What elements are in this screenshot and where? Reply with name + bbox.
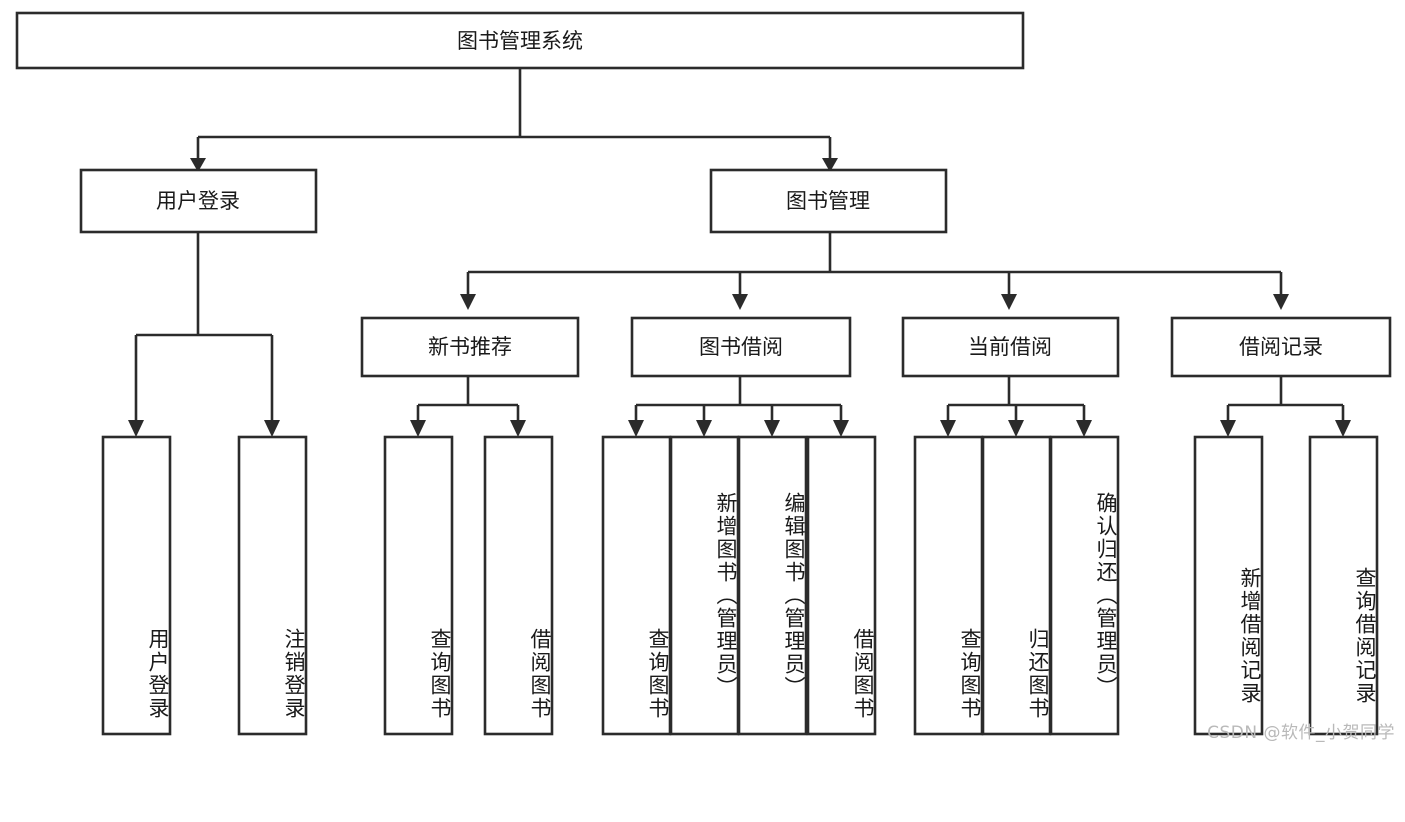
connectors-root-to-level2 bbox=[190, 68, 838, 172]
node-level2-0-box[interactable] bbox=[79, 168, 318, 234]
arrow-book-manage bbox=[822, 158, 838, 172]
leaf-borrow-record-0-box[interactable] bbox=[1193, 435, 1264, 736]
leaf-book-borrow-1-box[interactable] bbox=[669, 435, 740, 736]
arrow-borrow-record bbox=[1273, 294, 1289, 310]
node-level3-1-label: 图书借阅 bbox=[699, 335, 783, 359]
connectors-book-manage-to-level3 bbox=[460, 232, 1289, 310]
arrow-bb-leaf1 bbox=[628, 420, 644, 437]
arrow-current-borrow bbox=[1001, 294, 1017, 310]
leaf-user-login-1-box[interactable] bbox=[237, 435, 308, 736]
connectors-current-borrow-to-leaves bbox=[940, 377, 1092, 437]
arrow-leaf-logout bbox=[264, 420, 280, 437]
arrow-leaf-user-login bbox=[128, 420, 144, 437]
arrow-bb-leaf3 bbox=[764, 420, 780, 437]
node-level3-0-box[interactable] bbox=[360, 316, 580, 378]
node-level2-0-label: 用户登录 bbox=[156, 189, 240, 213]
leaf-current-borrow-1-box[interactable] bbox=[981, 435, 1052, 736]
leaf-borrow-record-1-box[interactable] bbox=[1308, 435, 1379, 736]
node-level3-2-box[interactable] bbox=[901, 316, 1120, 378]
csdn-watermark: CSDN @软件_小贺同学 bbox=[1207, 723, 1395, 743]
node-level2-1-label: 图书管理 bbox=[786, 189, 870, 213]
node-level3-3-label: 借阅记录 bbox=[1239, 335, 1323, 359]
arrow-new-book bbox=[460, 294, 476, 310]
node-level2-1-box[interactable] bbox=[709, 168, 948, 234]
arrow-nb-leaf1 bbox=[410, 420, 426, 437]
connectors-new-book-to-leaves bbox=[410, 377, 526, 437]
leaf-current-borrow-0-box[interactable] bbox=[913, 435, 984, 736]
connectors-borrow-record-to-leaves bbox=[1220, 377, 1351, 437]
arrow-cb-leaf3 bbox=[1076, 420, 1092, 437]
leaf-book-borrow-0-box[interactable] bbox=[601, 435, 672, 736]
node-root-box[interactable] bbox=[15, 11, 1025, 70]
connectors-user-login-to-leaves bbox=[128, 232, 280, 437]
connectors-book-borrow-to-leaves bbox=[628, 377, 849, 437]
arrow-nb-leaf2 bbox=[510, 420, 526, 437]
leaf-current-borrow-2-box[interactable] bbox=[1049, 435, 1120, 736]
arrow-book-borrow bbox=[732, 294, 748, 310]
node-level3-2-label: 当前借阅 bbox=[968, 335, 1052, 359]
arrow-cb-leaf1 bbox=[940, 420, 956, 437]
leaf-new-book-1-box[interactable] bbox=[483, 435, 554, 736]
system-structure-diagram: 图书管理系统 用户登录 图书管理 新书推荐 图书借阅 当前借阅 借阅记录 bbox=[15, 11, 1395, 743]
arrow-bb-leaf2 bbox=[696, 420, 712, 437]
arrow-user-login bbox=[190, 158, 206, 172]
arrow-bb-leaf4 bbox=[833, 420, 849, 437]
leaf-user-login-0-box[interactable] bbox=[101, 435, 172, 736]
arrow-cb-leaf2 bbox=[1008, 420, 1024, 437]
node-level3-3-box[interactable] bbox=[1170, 316, 1392, 378]
leaf-book-borrow-2-box[interactable] bbox=[737, 435, 808, 736]
leaf-new-book-0-box[interactable] bbox=[383, 435, 454, 736]
tree-canvas: 图书管理系统 用户登录 图书管理 新书推荐 图书借阅 当前借阅 借阅记录 bbox=[15, 11, 1392, 736]
leaf-book-borrow-3-box[interactable] bbox=[806, 435, 877, 736]
node-level3-1-box[interactable] bbox=[630, 316, 852, 378]
arrow-br-leaf1 bbox=[1220, 420, 1236, 437]
node-root-label: 图书管理系统 bbox=[457, 29, 583, 53]
node-level3-0-label: 新书推荐 bbox=[428, 335, 512, 359]
arrow-br-leaf2 bbox=[1335, 420, 1351, 437]
